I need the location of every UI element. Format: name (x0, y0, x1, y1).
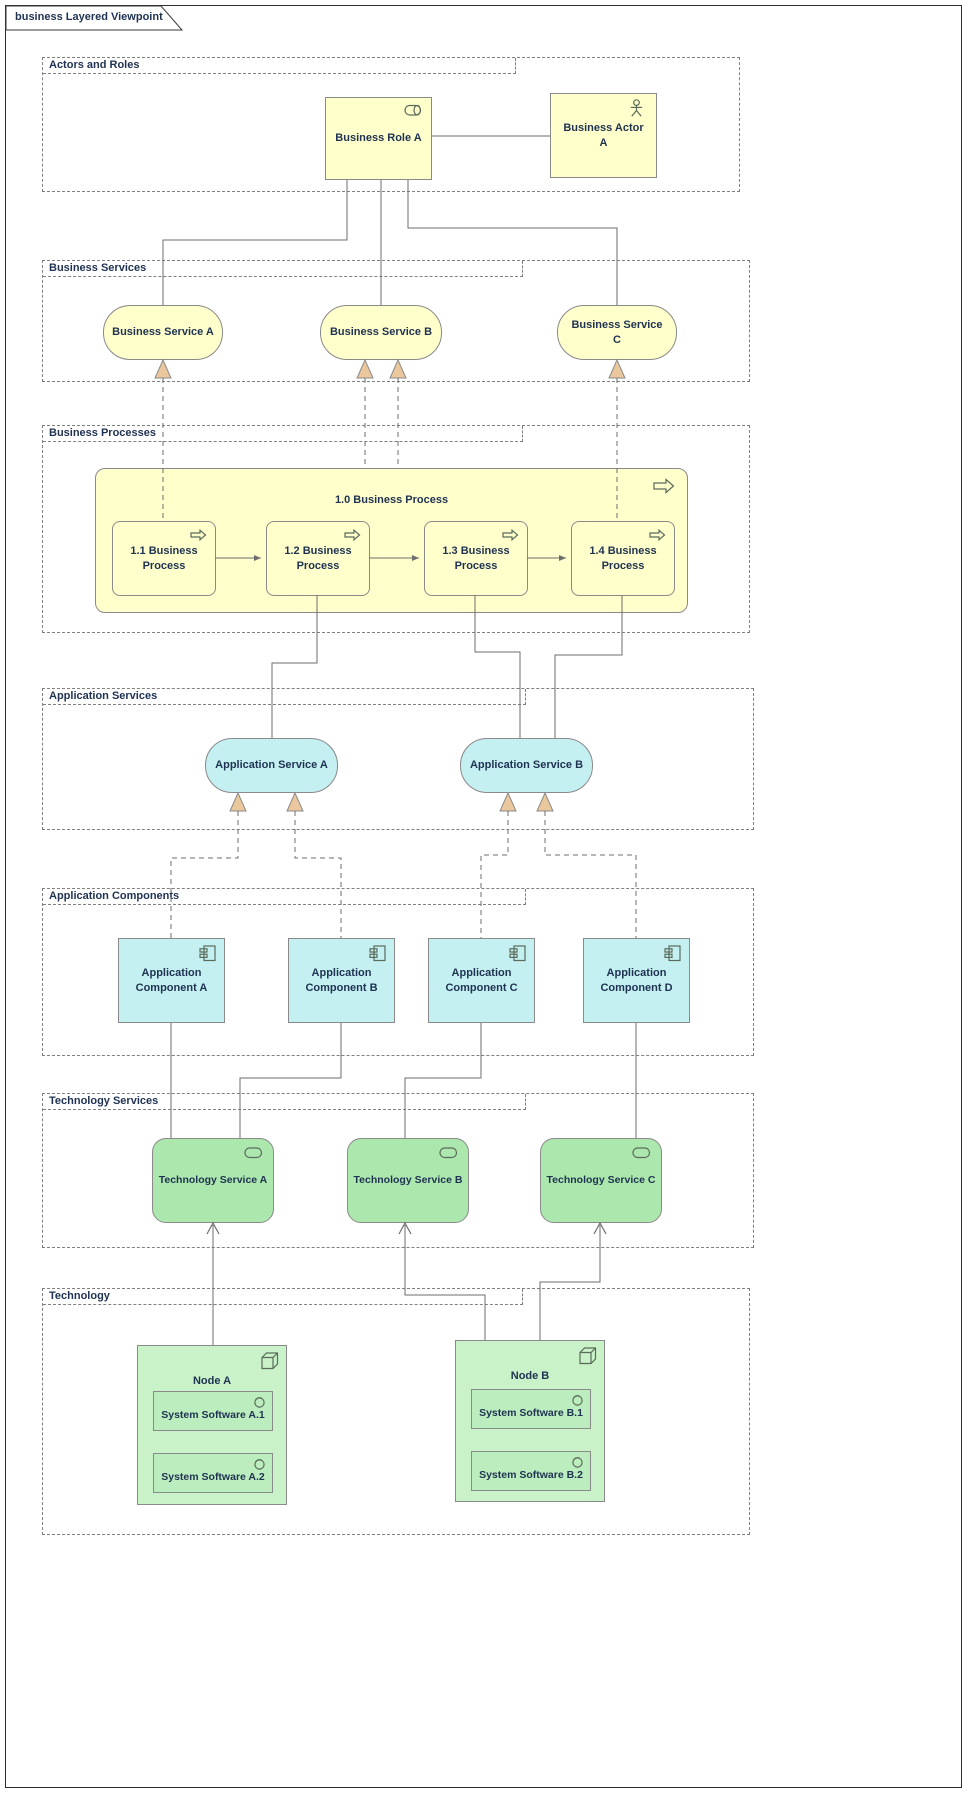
group-technology[interactable]: Technology (42, 1288, 750, 1535)
application-service-a[interactable]: Application Service A (205, 738, 338, 793)
system-software-b2[interactable]: System Software B.2 (471, 1451, 591, 1491)
application-component-a-label: Application Component A (135, 967, 208, 994)
component-icon (509, 945, 527, 962)
node-a-label: Node A (192, 1375, 232, 1387)
title-tab-shape (5, 5, 184, 31)
technology-service-b-label: Technology Service B (353, 1173, 463, 1186)
application-component-a[interactable]: Application Component A (118, 938, 225, 1023)
process-arrow-icon (190, 529, 207, 541)
group-application-services[interactable]: Application Services (42, 688, 754, 830)
group-application-components[interactable]: Application Components (42, 888, 754, 1056)
application-service-a-label: Application Service A (215, 759, 328, 772)
technology-service-a[interactable]: Technology Service A (152, 1138, 274, 1223)
business-service-a[interactable]: Business Service A (103, 305, 223, 360)
component-icon (369, 945, 387, 962)
group-application-components-label: Application Components (43, 889, 526, 905)
group-technology-label: Technology (43, 1289, 524, 1305)
system-software-a1-label: System Software A.1 (161, 1409, 265, 1422)
service-oval-icon (439, 1147, 458, 1159)
application-component-b-label: Application Component B (305, 967, 378, 994)
business-process-1-2[interactable]: 1.2 Business Process (266, 521, 370, 596)
process-arrow-icon (653, 478, 675, 494)
system-software-b1[interactable]: System Software B.1 (471, 1389, 591, 1429)
business-actor-a-label: Business Actor A (563, 122, 644, 149)
group-application-services-label: Application Services (43, 689, 526, 705)
application-service-b[interactable]: Application Service B (460, 738, 593, 793)
node-cube-icon (261, 1352, 279, 1370)
business-process-1-2-label: 1.2 Business Process (284, 545, 352, 572)
system-software-a2[interactable]: System Software A.2 (153, 1453, 273, 1493)
technology-service-c[interactable]: Technology Service C (540, 1138, 662, 1223)
business-process-1-1-label: 1.1 Business Process (130, 545, 198, 572)
system-software-circle-icon (252, 1457, 266, 1471)
business-process-1-4-label: 1.4 Business Process (589, 545, 657, 572)
system-software-a2-label: System Software A.2 (161, 1471, 265, 1484)
application-component-d[interactable]: Application Component D (583, 938, 690, 1023)
business-process-1-0[interactable]: 1.0 Business Process 1.1 Business Proces… (95, 468, 688, 613)
diagram-title-tab (5, 5, 184, 31)
technology-service-a-label: Technology Service A (158, 1173, 268, 1186)
technology-service-c-label: Technology Service C (546, 1173, 656, 1186)
role-cylinder-icon (404, 104, 424, 117)
business-service-b[interactable]: Business Service B (320, 305, 442, 360)
business-role-a-label: Business Role A (335, 132, 422, 145)
diagram-title: business Layered Viewpoint (15, 11, 163, 23)
group-technology-services-label: Technology Services (43, 1094, 526, 1110)
group-actors-and-roles[interactable]: Actors and Roles (42, 57, 740, 192)
actor-stick-figure-icon (629, 99, 644, 118)
system-software-a1[interactable]: System Software A.1 (153, 1391, 273, 1431)
group-actors-and-roles-label: Actors and Roles (43, 58, 517, 74)
system-software-circle-icon (570, 1393, 584, 1407)
component-icon (664, 945, 682, 962)
business-process-1-0-label: 1.0 Business Process (334, 494, 449, 506)
application-component-d-label: Application Component D (600, 967, 673, 994)
service-oval-icon (244, 1147, 263, 1159)
business-role-a[interactable]: Business Role A (325, 97, 432, 180)
node-a[interactable]: Node A System Software A.1 System Softwa… (137, 1345, 287, 1505)
group-business-processes-label: Business Processes (43, 426, 524, 442)
node-cube-icon (579, 1347, 597, 1365)
diagram-frame-border (5, 5, 962, 1788)
system-software-b2-label: System Software B.2 (479, 1469, 583, 1482)
business-process-1-4[interactable]: 1.4 Business Process (571, 521, 675, 596)
business-service-c[interactable]: Business Service C (557, 305, 677, 360)
node-b-label: Node B (510, 1370, 550, 1382)
process-arrow-icon (344, 529, 361, 541)
business-process-1-1[interactable]: 1.1 Business Process (112, 521, 216, 596)
technology-service-b[interactable]: Technology Service B (347, 1138, 469, 1223)
business-service-c-label: Business Service C (571, 319, 663, 346)
business-service-a-label: Business Service A (112, 326, 214, 339)
business-process-1-3[interactable]: 1.3 Business Process (424, 521, 528, 596)
application-component-c-label: Application Component C (445, 967, 518, 994)
system-software-circle-icon (252, 1395, 266, 1409)
system-software-b1-label: System Software B.1 (479, 1407, 583, 1420)
process-arrow-icon (649, 529, 666, 541)
node-b[interactable]: Node B System Software B.1 System Softwa… (455, 1340, 605, 1502)
component-icon (199, 945, 217, 962)
application-component-c[interactable]: Application Component C (428, 938, 535, 1023)
group-business-services-label: Business Services (43, 261, 524, 277)
service-oval-icon (632, 1147, 651, 1159)
business-service-b-label: Business Service B (329, 326, 433, 339)
process-arrow-icon (502, 529, 519, 541)
system-software-circle-icon (570, 1455, 584, 1469)
business-actor-a[interactable]: Business Actor A (550, 93, 657, 178)
group-business-processes[interactable]: Business Processes (42, 425, 750, 633)
business-process-1-3-label: 1.3 Business Process (442, 545, 510, 572)
application-service-b-label: Application Service B (469, 759, 584, 772)
application-component-b[interactable]: Application Component B (288, 938, 395, 1023)
